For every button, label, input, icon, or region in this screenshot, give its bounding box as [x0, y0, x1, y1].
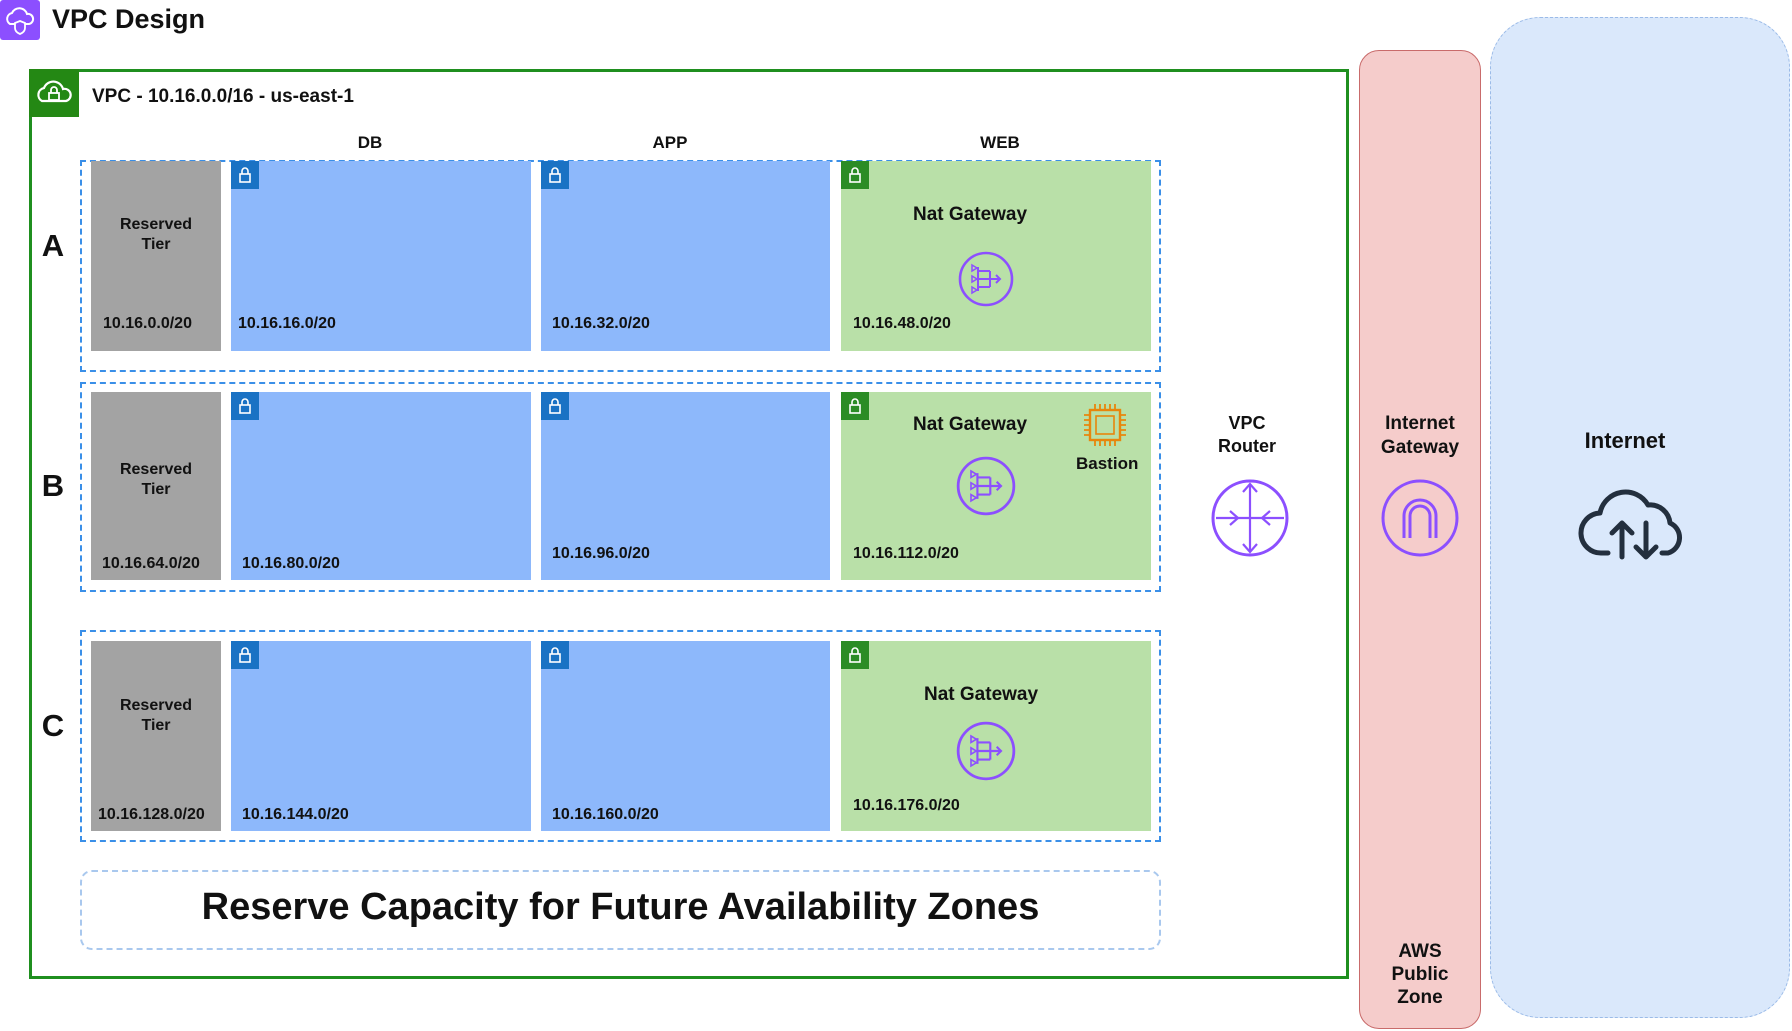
reserved-tier-label-a: Reserved Tier: [119, 216, 193, 253]
cidr-web-b: 10.16.112.0/20: [853, 545, 959, 562]
cidr-reserved-b: 10.16.64.0/20: [102, 555, 200, 572]
bastion-ec2-icon: [1080, 400, 1130, 450]
vpc-container: [29, 69, 1349, 979]
internet-gateway-icon: [1380, 478, 1460, 558]
subnet-app-b: [541, 392, 830, 580]
nat-gateway-label-a: Nat Gateway: [913, 204, 1028, 225]
subnet-app-a: [541, 161, 830, 351]
internet-zone: [1490, 17, 1790, 1018]
future-az-reserve-box: [80, 870, 1161, 950]
vpc-cloud-icon: [29, 69, 79, 117]
cidr-app-a: 10.16.32.0/20: [552, 315, 650, 332]
vpc-design-icon: [0, 0, 40, 40]
cidr-db-a: 10.16.16.0/20: [238, 315, 336, 332]
internet-label: Internet: [1584, 428, 1666, 453]
future-az-reserve-label: Reserve Capacity for Future Availability…: [201, 886, 1040, 928]
subnet-web-c: [841, 641, 1151, 831]
subnet-reserved-c: [91, 641, 221, 831]
internet-gateway-label: Internet Gateway: [1380, 413, 1460, 458]
subnet-reserved-a: [91, 161, 221, 351]
nat-gateway-label-c: Nat Gateway: [924, 684, 1039, 705]
reserved-tier-label-c: Reserved Tier: [119, 697, 193, 734]
lock-icon: [541, 161, 569, 189]
aws-public-zone-label: AWS Public Zone: [1391, 941, 1449, 1008]
lock-icon: [231, 161, 259, 189]
lock-icon: [541, 392, 569, 420]
vpc-router-label: VPC Router: [1218, 413, 1276, 456]
lock-icon: [541, 641, 569, 669]
vpc-label: VPC - 10.16.0.0/16 - us-east-1: [92, 86, 354, 107]
vpc-router-icon: [1210, 478, 1290, 558]
subnet-app-c: [541, 641, 830, 831]
cidr-db-c: 10.16.144.0/20: [242, 806, 349, 823]
cidr-web-c: 10.16.176.0/20: [853, 797, 960, 814]
availability-zone-b: [80, 382, 1161, 592]
availability-zone-c: [80, 630, 1161, 842]
nat-gateway-label-b: Nat Gateway: [913, 414, 1028, 435]
cidr-app-b: 10.16.96.0/20: [552, 545, 650, 562]
cidr-app-c: 10.16.160.0/20: [552, 806, 659, 823]
reserved-tier-label-b: Reserved Tier: [119, 461, 193, 498]
lock-icon: [841, 392, 869, 420]
cidr-db-b: 10.16.80.0/20: [242, 555, 340, 572]
internet-cloud-icon: [1578, 483, 1692, 563]
page-title: VPC Design: [52, 4, 206, 34]
bastion-label: Bastion: [1076, 454, 1139, 473]
az-letter-c: C: [41, 708, 65, 743]
nat-gateway-icon: [956, 721, 1016, 781]
cidr-web-a: 10.16.48.0/20: [853, 315, 951, 332]
column-header-db: DB: [357, 133, 383, 152]
az-letter-a: A: [41, 228, 65, 263]
lock-icon: [231, 392, 259, 420]
cidr-reserved-a: 10.16.0.0/20: [103, 315, 192, 332]
cidr-reserved-c: 10.16.128.0/20: [98, 806, 205, 823]
lock-icon: [841, 641, 869, 669]
subnet-reserved-b: [91, 392, 221, 580]
column-header-web: WEB: [980, 133, 1020, 152]
nat-gateway-icon: [958, 251, 1014, 307]
aws-public-zone: [1359, 50, 1481, 1029]
subnet-db-c: [231, 641, 531, 831]
column-header-app: APP: [652, 133, 688, 152]
az-letter-b: B: [41, 468, 65, 503]
subnet-db-b: [231, 392, 531, 580]
lock-icon: [841, 161, 869, 189]
nat-gateway-icon: [956, 456, 1016, 516]
lock-icon: [231, 641, 259, 669]
subnet-db-a: [231, 161, 531, 351]
